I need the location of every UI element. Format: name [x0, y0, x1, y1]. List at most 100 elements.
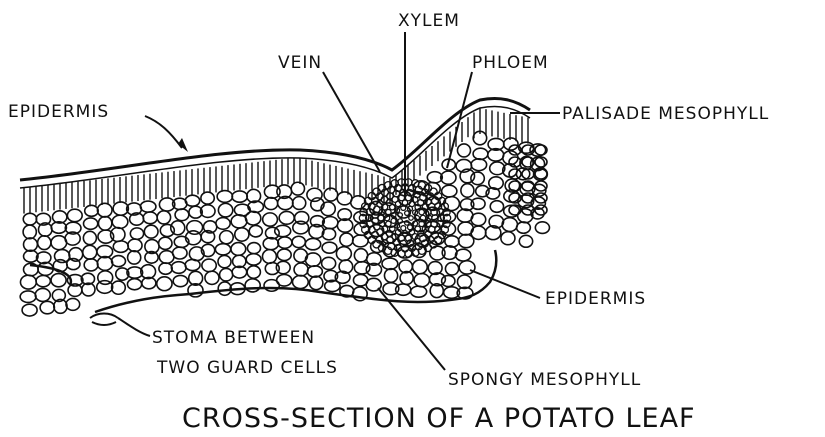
spongy-cell — [336, 247, 351, 261]
vein-cell — [398, 250, 405, 257]
vein-cell — [419, 209, 424, 214]
spongy-cell — [353, 235, 369, 247]
spongy-cell — [220, 268, 233, 280]
spongy-cell — [83, 245, 97, 259]
spongy-cell — [217, 191, 232, 203]
spongy-cell — [517, 222, 531, 233]
vein-cell — [409, 216, 413, 220]
spongy-cell — [85, 205, 98, 216]
stoma-label-line1: STOMA BETWEEN — [152, 328, 315, 348]
spongy-cell — [35, 288, 50, 301]
spongy-cell — [112, 256, 126, 267]
spongy-cell — [351, 196, 366, 209]
spongy-cell — [186, 231, 202, 245]
spongy-cell — [264, 198, 277, 210]
spongy-cell — [535, 181, 547, 191]
stoma-label-line2: TWO GUARD CELLS — [156, 358, 338, 378]
spongy-cell — [232, 191, 247, 202]
spongy-cell — [144, 225, 158, 238]
spongy-cell — [231, 215, 247, 228]
labels: XYLEM VEIN PHLOEM EPIDERMIS PALISADE MES… — [8, 11, 769, 434]
spongy-cell — [445, 236, 459, 247]
spongy-cell — [461, 184, 474, 198]
spongy-cell — [128, 239, 142, 252]
spongy-cell — [457, 275, 471, 288]
spongy-cell — [278, 237, 292, 248]
spongy-cell — [291, 182, 304, 195]
spongy-cell — [20, 291, 36, 303]
spongy-cell — [140, 201, 156, 212]
spongy-cell — [442, 275, 455, 286]
spongy-cell — [38, 236, 51, 250]
spongy-cell — [307, 266, 322, 277]
epidermis-bottom-leader — [470, 270, 540, 298]
spongy-cell — [471, 159, 487, 171]
spongy-cell — [23, 213, 36, 225]
stoma-leader — [118, 318, 150, 336]
stoma — [90, 314, 118, 326]
spongy-cell — [442, 185, 457, 197]
spongy-cell — [445, 263, 458, 275]
spongy-cell — [40, 301, 54, 313]
spongy-cell — [490, 201, 503, 213]
spongy-cell — [309, 276, 322, 289]
spongy-cell — [354, 249, 367, 262]
spongy-cell — [382, 258, 398, 269]
leaf-body — [20, 98, 549, 325]
epidermis-top-leader — [145, 116, 182, 148]
spongy-cell — [337, 192, 352, 205]
spongy-cell — [220, 231, 234, 244]
spongy-cell — [159, 251, 174, 264]
spongy-cell — [293, 275, 309, 288]
spongy-cell — [277, 249, 291, 260]
spongy-cell — [66, 298, 80, 310]
spongy-cell — [322, 242, 337, 253]
spongy-cell — [185, 195, 199, 206]
spongy-cell — [277, 275, 292, 287]
spongy-cell — [173, 275, 187, 286]
spongy-cell — [201, 192, 214, 204]
vein-label: VEIN — [278, 53, 322, 73]
spongy-cell — [340, 233, 353, 246]
spongy-cell — [130, 228, 143, 239]
spongy-cell — [535, 222, 549, 234]
spongy-cell — [216, 218, 230, 230]
spongy-cell — [471, 213, 486, 226]
spongy-cell — [235, 228, 249, 241]
spongy-cell — [36, 276, 50, 287]
spongy-cell — [218, 282, 231, 295]
spongy-cell — [518, 209, 533, 223]
spongy-cell — [175, 209, 189, 221]
spongy-cell — [157, 211, 170, 224]
spongy-cell — [292, 236, 305, 247]
spongy-cell — [24, 250, 38, 262]
spongy-cell — [249, 225, 262, 237]
spongy-cell — [20, 275, 36, 289]
spongy-cell — [218, 203, 232, 217]
spongy-cell — [471, 226, 486, 239]
spongy-cell — [305, 253, 320, 266]
vein-cell — [391, 218, 396, 223]
xylem-label: XYLEM — [398, 11, 460, 31]
spongy-cell — [173, 247, 187, 259]
spongy-cell — [231, 243, 246, 256]
spongy-cell — [24, 238, 38, 251]
spongy-cell — [411, 286, 427, 297]
spongy-cell — [413, 260, 428, 274]
spongy-cell — [171, 262, 186, 274]
vein-cell — [401, 226, 406, 231]
spongy-cell — [97, 203, 112, 217]
spongy-cell — [294, 263, 308, 276]
spongy-cell — [322, 257, 336, 269]
epidermis-bottom-label: EPIDERMIS — [545, 289, 646, 309]
spongy-cell — [112, 281, 126, 294]
spongy-cell — [159, 263, 172, 274]
spongy-cell — [414, 274, 429, 287]
spongy-cell — [83, 231, 96, 244]
spongy-cell — [293, 197, 306, 210]
spongy-cell — [535, 205, 547, 215]
spongy-cell — [519, 235, 532, 247]
spongy-cell — [455, 249, 470, 261]
spongy-cell — [473, 148, 488, 159]
